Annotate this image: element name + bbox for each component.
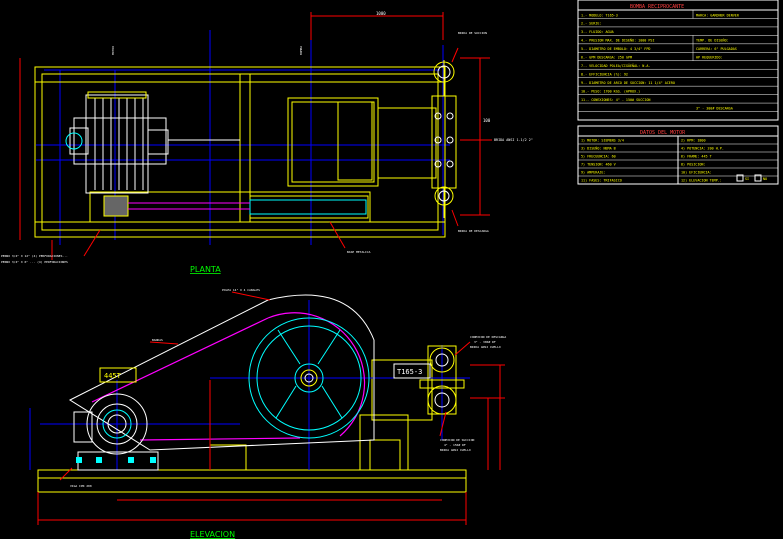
plan-belt-guard [249, 199, 367, 215]
motor-yes-checkbox[interactable] [736, 174, 744, 182]
elevation-dimensions [37, 291, 505, 525]
elevation-discharge-note-2: 3" - 300# RF [474, 340, 496, 344]
elevation-discharge-bore [435, 353, 449, 367]
motor-yes-label: SI [745, 177, 749, 181]
motor-table-cell: 6) FRAME: 445 T [681, 155, 712, 159]
elevation-title: ELEVACION [190, 530, 235, 539]
motor-table-cell: 5) FRECUENCIA: 60 [581, 155, 616, 159]
elevation-suction-note-1: CONEXION DE SUCCION [440, 438, 475, 442]
motor-no-checkbox[interactable] [754, 174, 762, 182]
elevation-view: 445T T165-3 [29, 288, 506, 539]
pump-table-cell: 11.- CONEXIONES: 4" - 150# SUCCION [581, 98, 650, 102]
motor-table-rows: 1) MOTOR: SIEMENS 3/4 2) RPM: 1800 3) DISE… [578, 139, 778, 183]
elevation-belt-guard [68, 294, 375, 451]
pump-table-cell: 1.- MODELO: T165-3 [581, 13, 618, 17]
elevation-flywheel-bore [304, 373, 314, 383]
elevation-discharge-note-3: BRIDA ANSI CUELLO [470, 345, 501, 349]
motor-table: DATOS DEL MOTOR 1) MOTOR: SIEMENS 3/4 2) … [577, 125, 779, 185]
elevation-motor-sheave [102, 409, 132, 439]
pump-table-cell: 3.- FLUIDO: AGUA [581, 30, 614, 34]
motor-no-label: NO [763, 177, 767, 181]
plan-top-dimension: 1000 [376, 11, 386, 16]
elevation-motor-frame-box [99, 367, 137, 383]
motor-table-cell: 7) TENSION: 460 V [581, 163, 616, 167]
plan-callout-discharge: BRIDA DE DESCARGA [458, 229, 489, 233]
motor-table-cell: 3) DISEÑO: NEMA B [581, 146, 616, 151]
motor-table-header: DATOS DEL MOTOR [640, 130, 686, 136]
plan-motor-label: MOTOR [111, 46, 115, 55]
elevation-anchor-bolts [76, 457, 156, 463]
plan-callout-suction: BRIDA DE SUCCION [458, 31, 487, 35]
elevation-callout-belt: BANDAS [152, 338, 163, 342]
plan-motor-top [87, 91, 147, 99]
elevation-belt [91, 312, 366, 441]
plan-flanges [433, 61, 455, 206]
plan-view: 1000 100 PERNO 3/4" X 12" (4) PERFORACIO… [1, 11, 533, 274]
motor-table-cell: 4) POTENCIA: 200 H.P. [681, 147, 724, 151]
elevation-suction-bore [434, 392, 450, 408]
motor-table-cell: 10) EFICIENCIA: [681, 171, 712, 175]
plan-note-left-1: PERNO 3/4" X 12" (4) PERFORACIONES... [1, 254, 68, 258]
elevation-base [37, 359, 467, 493]
elevation-centerlines [29, 300, 470, 470]
plan-base-frame [34, 60, 457, 238]
motor-table-cell: 8) POSICION: [681, 163, 706, 167]
plan-coupling [65, 132, 83, 150]
elevation-suction-note-3: BRIDA ANSI CUELLO [440, 448, 471, 452]
plan-right-dimension: 100 [483, 118, 491, 123]
pump-table-cell: 7.- VELOCIDAD POLEA/CIGÜEÑAL: N.A. [581, 63, 650, 68]
elevation-flywheel-hub [300, 369, 318, 387]
plan-sheave [103, 195, 129, 217]
pump-table-cell: 3" - 300# DESCARGA [696, 106, 733, 110]
pump-table-rows: 1.- MODELO: T165-3 MARCA: GARDNER DENVER 2… [578, 10, 778, 112]
pump-table-cell: 4.- PRESION MAX. DE DISEÑO: 1000 PSI [581, 38, 655, 43]
motor-table-cell: 12) ELEVACION TEMP.: [681, 179, 722, 183]
plan-title: PLANTA [190, 265, 221, 274]
elevation-base-label: VIGA IPR 200 [70, 484, 92, 488]
elevation-motor-frame: 445T [104, 372, 122, 380]
elevation-flywheel [248, 317, 370, 439]
plan-centerlines [36, 30, 450, 245]
pump-table-header: BOMBA RECIPROCANTE [630, 4, 684, 10]
pump-table-cell: TEMP. DE DISEÑO: [696, 38, 729, 43]
pump-table-cell: CARRERA: 6" PULGADAS [696, 47, 737, 51]
elevation-callout-top: POLEA 14" X 4 CANALES [222, 288, 260, 292]
elevation-suction-note-2: 4" - 150# RF [444, 443, 466, 447]
pump-table-cell: 8.- EFFICIENCIA (%): 92 [581, 72, 628, 76]
elevation-pump-head [419, 345, 465, 415]
elevation-pump-model: T165-3 [397, 368, 422, 376]
pump-table: BOMBA RECIPROCANTE 1.- MODELO: T165-3 MAR… [577, 0, 779, 121]
pump-table-cell: 6.- GPM DESCARGA: 250 GPM [581, 56, 632, 60]
pump-table-cell: 9.- DIAMETRO DE ARCO DE SUCCION: 11 1/4"… [581, 81, 675, 85]
motor-table-cell: 9) AMPERAJE: [581, 171, 606, 175]
motor-table-cell: 2) RPM: 1800 [681, 139, 706, 143]
pump-table-cell: MARCA: GARDNER DENVER [696, 13, 740, 17]
pump-table-cell: HP REQUERIDO: [696, 56, 723, 60]
plan-callout-bottom: BASE METALICA [347, 250, 371, 254]
elevation-pump-model-box [393, 363, 431, 379]
plan-motor [69, 94, 240, 194]
pump-table-border [577, 0, 779, 121]
plan-dimensions [19, 12, 492, 260]
motor-table-cell: 11) FASES: TRIFASICO [581, 179, 622, 183]
motor-table-cell: 1) MOTOR: SIEMENS 3/4 [581, 139, 624, 143]
pump-table-cell: 2.- SERIE: [581, 22, 601, 26]
elevation-discharge-note-1: CONEXION DE DESCARGA [470, 335, 506, 339]
pump-table-cell: 5.- DIAMETRO DE EMBOLO: 4 3/4" FPD [581, 47, 650, 51]
plan-pump-label: BOMBA [299, 46, 303, 55]
pump-table-cell: 10.- PESO: 1700 KGS. (APROX.) [581, 89, 640, 93]
plan-side-ref: BRIDA ANSI 1-1/2 2" [494, 138, 533, 142]
plan-note-left-2: PERNO 3/4" X 6" ... (4) PERFORACIONES [1, 260, 68, 264]
elevation-motor [73, 393, 159, 471]
